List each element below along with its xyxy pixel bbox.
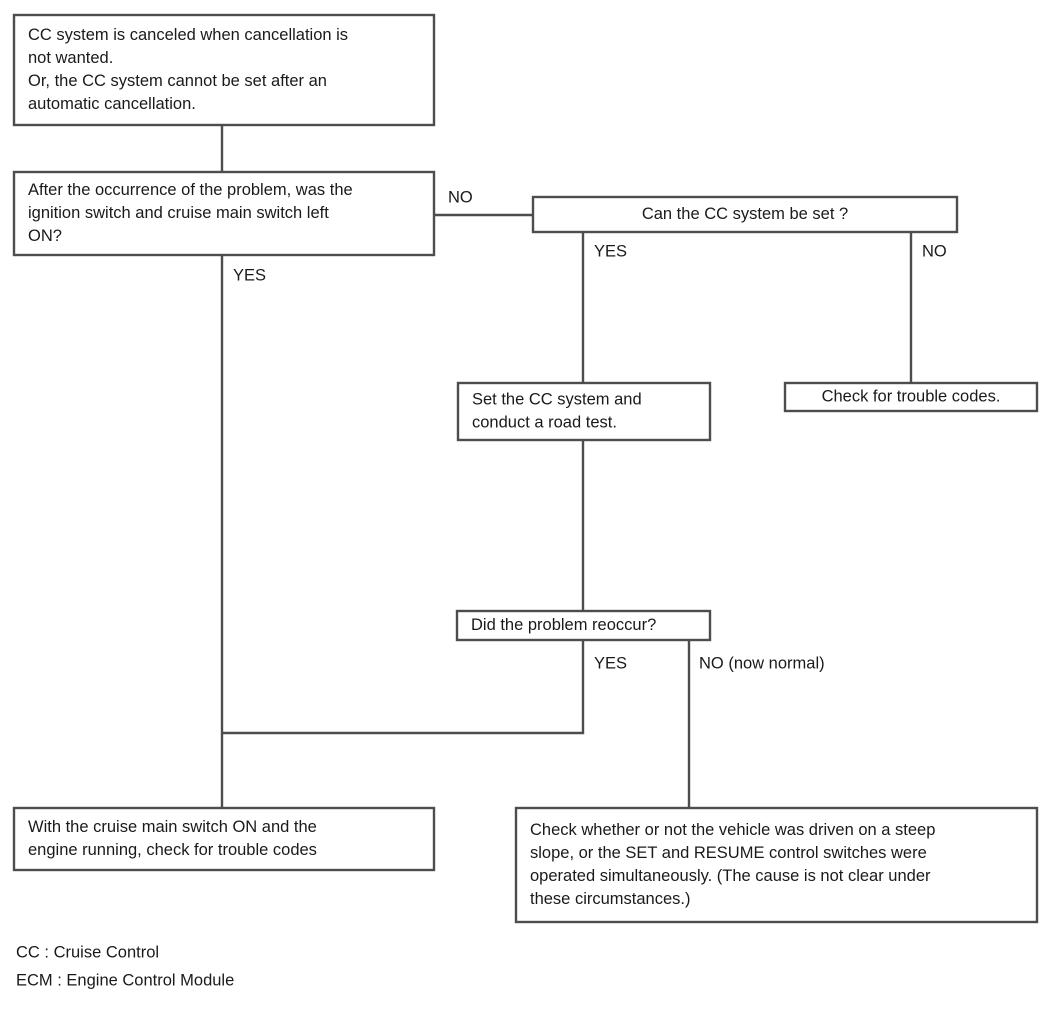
action-set-cc-road-test-box[interactable]: Set the CC system and conduct a road test… [456,381,712,442]
question-ignition-switch-box-line: After the occurrence of the problem, was… [28,181,353,199]
edge-label-yes-ignition: YES [233,266,266,284]
action-check-driving-conditions-box-line: slope, or the SET and RESUME control swi… [530,844,927,862]
action-set-cc-road-test-box-line: Set the CC system and [472,390,642,408]
action-check-trouble-codes-box-line: Check for trouble codes. [822,387,1001,405]
edge-label-no-can-set: NO [922,242,947,260]
boxes-layer: CC system is canceled when cancellation … [12,13,1039,924]
symptom-box[interactable]: CC system is canceled when cancellation … [12,13,436,127]
question-can-cc-be-set-box[interactable]: Can the CC system be set ? [531,195,959,234]
action-check-driving-conditions-box-line: these circumstances.) [530,890,690,908]
legend-ecm: ECM : Engine Control Module [16,971,234,989]
symptom-box-line: Or, the CC system cannot be set after an [28,72,327,90]
question-ignition-switch-box[interactable]: After the occurrence of the problem, was… [12,170,436,257]
action-cruise-switch-on-check-codes-box-rect [12,806,436,872]
edge-label-no-reoccur: NO (now normal) [699,654,825,672]
connectors-layer [220,125,913,808]
action-check-trouble-codes-box-rect [783,381,1039,413]
question-can-cc-be-set-box-rect [531,195,959,234]
question-problem-reoccur-box-line: Did the problem reoccur? [471,616,656,634]
action-cruise-switch-on-check-codes-box[interactable]: With the cruise main switch ON and the en… [12,806,436,872]
edge-labels-layer: NO YES YES NO YES NO (now normal) [233,188,947,672]
question-ignition-switch-box-line: ignition switch and cruise main switch l… [28,204,329,222]
question-problem-reoccur-box-rect [455,609,712,642]
action-set-cc-road-test-box-line: conduct a road test. [472,413,617,431]
edge-label-yes-can-set: YES [594,242,627,260]
question-ignition-switch-box-rect [12,170,436,257]
question-problem-reoccur-box[interactable]: Did the problem reoccur? [455,609,712,642]
symptom-box-line: not wanted. [28,49,113,67]
legend-cc: CC : Cruise Control [16,943,159,961]
question-can-cc-be-set-box-line: Can the CC system be set ? [642,205,848,223]
connector-reoccur-yes-to-left [222,640,585,735]
symptom-box-line: automatic cancellation. [28,95,196,113]
edge-label-no-ignition: NO [448,188,473,206]
symptom-box-line: CC system is canceled when cancellation … [28,26,348,44]
question-ignition-switch-box-line: ON? [28,227,62,245]
symptom-box-rect [12,13,436,127]
action-cruise-switch-on-check-codes-box-line: engine running, check for trouble codes [28,841,317,859]
action-check-driving-conditions-box-line: Check whether or not the vehicle was dri… [530,821,935,839]
action-check-driving-conditions-box[interactable]: Check whether or not the vehicle was dri… [514,806,1039,924]
action-set-cc-road-test-box-rect [456,381,712,442]
action-check-driving-conditions-box-rect [514,806,1039,924]
action-cruise-switch-on-check-codes-box-line: With the cruise main switch ON and the [28,818,317,836]
action-check-driving-conditions-box-line: operated simultaneously. (The cause is n… [530,867,931,885]
action-check-trouble-codes-box[interactable]: Check for trouble codes. [783,381,1039,413]
edge-label-yes-reoccur: YES [594,654,627,672]
